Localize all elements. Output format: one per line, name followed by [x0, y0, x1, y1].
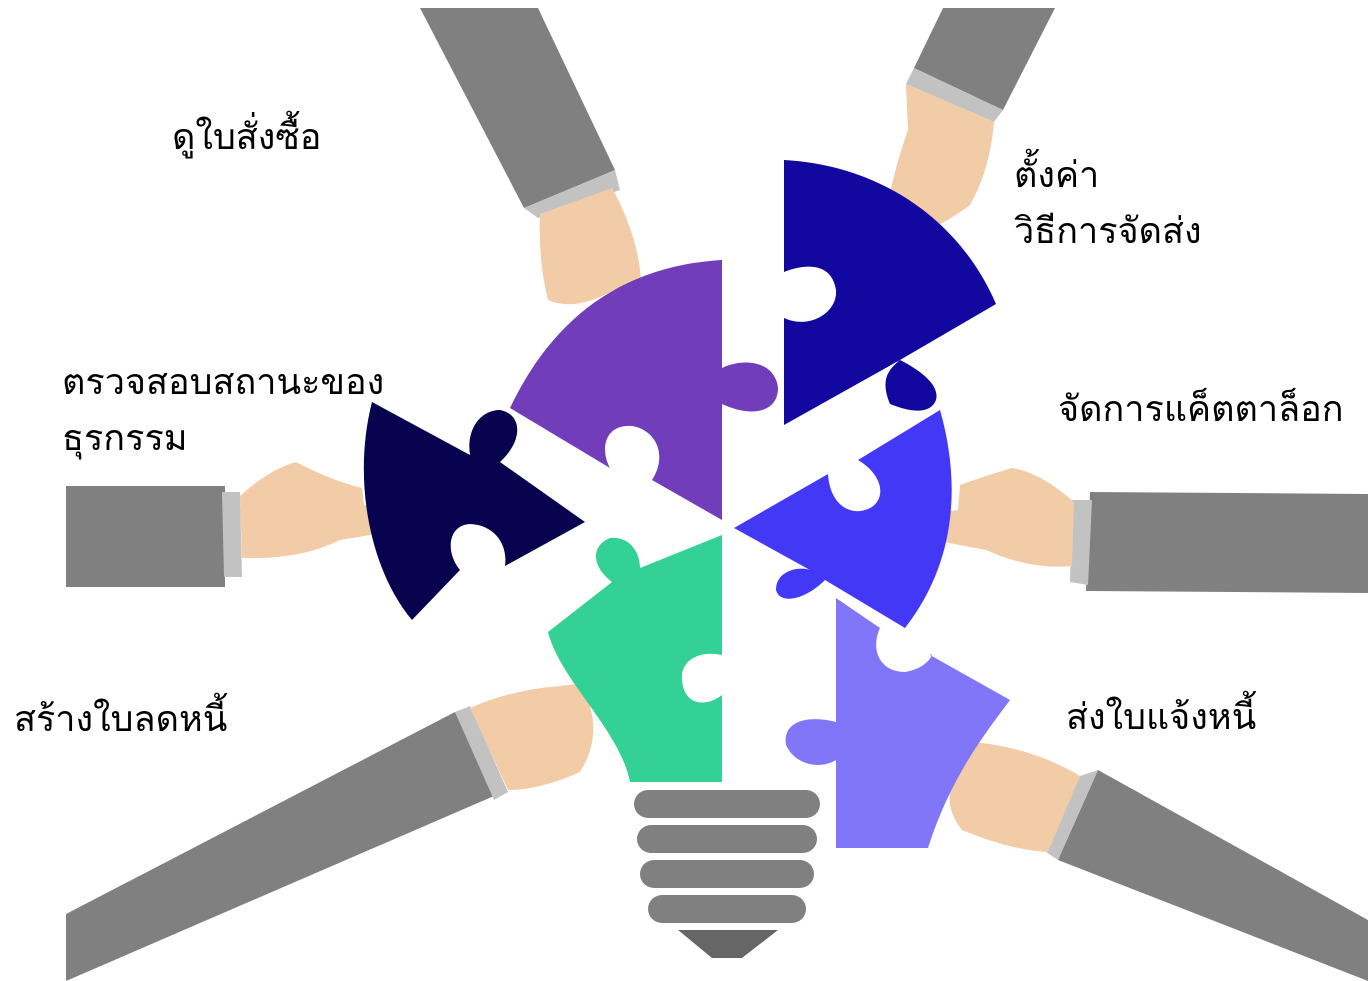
arm-right: [906, 468, 1368, 593]
puzzle-piece-darkblue: [784, 160, 996, 425]
sleeve: [420, 8, 615, 208]
puzzle-piece-blue: [734, 410, 952, 628]
label-shipping-settings: ตั้งค่า วิธีการจัดส่ง: [1014, 148, 1202, 260]
label-line: วิธีการจัดส่ง: [1014, 211, 1202, 252]
hand-icon: [906, 468, 1074, 567]
cuff: [1046, 770, 1098, 860]
label-send-invoice: ส่งใบแจ้งหนี้: [1066, 690, 1256, 746]
sleeve: [1058, 770, 1368, 981]
label-line: ดูใบสั่งซื้อ: [172, 117, 322, 158]
cuff: [524, 170, 620, 218]
label-transaction-status: ตรวจสอบสถานะของ ธุรกรรม: [62, 355, 384, 467]
hand-icon: [470, 678, 638, 790]
arm-bottom-left: [66, 678, 638, 981]
label-line: ตรวจสอบสถานะของ: [62, 362, 385, 403]
arm-bottom-right: [914, 736, 1368, 981]
cuff: [222, 492, 242, 577]
label-line: ธุรกรรม: [62, 418, 188, 459]
sleeve: [914, 8, 1055, 110]
puzzle-piece-purple: [510, 260, 778, 520]
label-line: สร้างใบลดหนี้: [14, 699, 228, 740]
puzzle-piece-navy: [363, 402, 585, 620]
cuff: [906, 68, 1003, 122]
label-line: จัดการแค็ตตาล็อก: [1058, 389, 1344, 430]
label-line: ส่งใบแจ้งหนี้: [1066, 697, 1257, 738]
cuff: [1070, 500, 1092, 585]
cuff: [455, 706, 508, 800]
arm-left: [66, 462, 406, 587]
label-manage-catalog: จัดการแค็ตตาล็อก: [1058, 382, 1344, 438]
sleeve: [1086, 492, 1368, 593]
label-view-purchase-order: ดูใบสั่งซื้อ: [172, 110, 321, 166]
bulb-tip: [678, 930, 778, 958]
puzzle-piece-lavender: [785, 598, 1010, 848]
sleeve: [66, 712, 494, 981]
label-create-credit-note: สร้างใบลดหนี้: [14, 692, 227, 748]
bulb-base: [634, 790, 820, 958]
label-line: ตั้งค่า: [1014, 155, 1100, 196]
hand-icon: [240, 462, 406, 559]
puzzle-piece-green: [548, 535, 722, 782]
sleeve: [66, 486, 225, 587]
